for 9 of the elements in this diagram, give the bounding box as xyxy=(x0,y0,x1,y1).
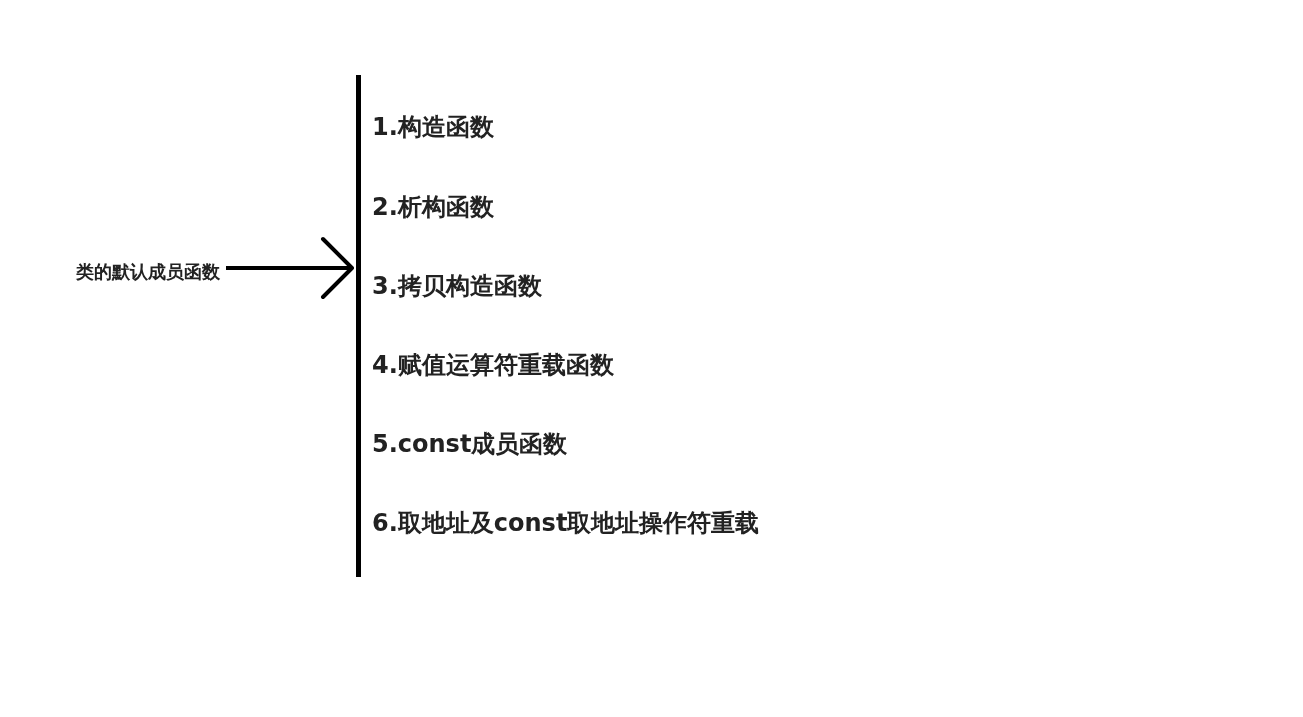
list-item: 1.构造函数 xyxy=(372,112,494,142)
list-item: 2.析构函数 xyxy=(372,192,494,222)
list-item: 4.赋值运算符重载函数 xyxy=(372,350,614,380)
list-item: 6.取地址及const取地址操作符重载 xyxy=(372,508,760,538)
arrow xyxy=(226,237,354,299)
vertical-bar xyxy=(356,75,361,577)
topic-label: 类的默认成员函数 xyxy=(76,261,220,283)
list-item: 3.拷贝构造函数 xyxy=(372,271,542,301)
list-item: 5.const成员函数 xyxy=(372,429,568,459)
